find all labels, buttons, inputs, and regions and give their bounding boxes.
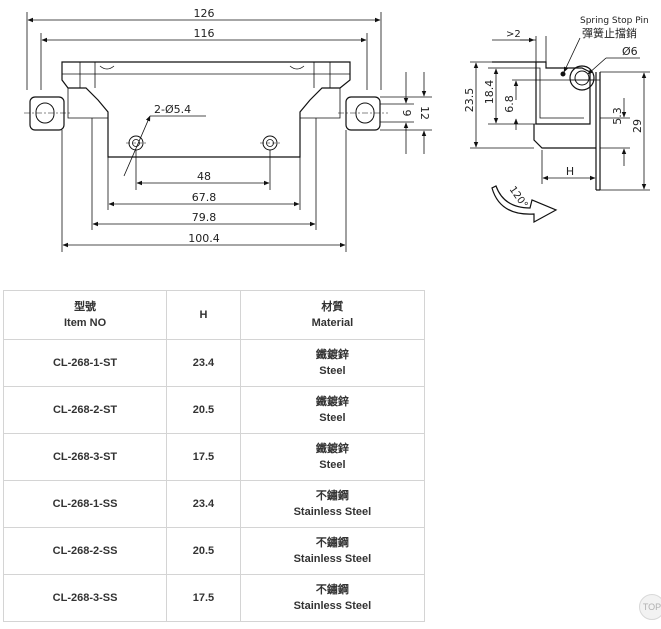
label-23-5: 23.5 xyxy=(463,88,476,113)
label-spring-pin-zh: 彈簧止擋銷 xyxy=(582,26,637,40)
cell-h: 17.5 xyxy=(166,433,241,481)
label-hole: 2-Ø5.4 xyxy=(154,103,191,116)
label-79-8: 79.8 xyxy=(192,211,217,224)
label-126: 126 xyxy=(194,7,215,20)
label-5-3: 5.3 xyxy=(611,107,624,125)
cell-h: 23.4 xyxy=(166,480,241,528)
label-100-4: 100.4 xyxy=(188,232,220,245)
label-67-8: 67.8 xyxy=(192,191,217,204)
side-profile xyxy=(492,61,591,125)
cell-h: 17.5 xyxy=(166,574,241,622)
side-view-labels: Spring Stop Pin 彈簧止擋銷 >2 Ø6 23.5 18.4 6.… xyxy=(463,16,649,211)
header-h: H xyxy=(166,290,241,340)
cell-item: CL-268-3-ST xyxy=(2,433,168,481)
label-6-8: 6.8 xyxy=(503,95,516,113)
label-18-4: 18.4 xyxy=(483,80,496,105)
hinge-technical-drawing: 126 116 2-Ø5.4 48 67.8 79.8 100.4 9 12 xyxy=(24,7,650,252)
label-phi6: Ø6 xyxy=(622,45,638,58)
spring-stop-pin xyxy=(569,65,595,91)
label-h: H xyxy=(566,165,574,178)
label-29: 29 xyxy=(631,119,644,133)
cell-item: CL-268-1-ST xyxy=(2,339,168,387)
spec-table: 型號 Item NO H 材質 Material CL-268-1-ST 23.… xyxy=(2,290,426,622)
front-view-labels: 126 116 2-Ø5.4 48 67.8 79.8 100.4 9 12 xyxy=(154,7,431,245)
hinge-leaf-outline xyxy=(61,61,351,158)
rotation-arrow-icon xyxy=(491,185,558,224)
cell-item: CL-268-3-SS xyxy=(2,574,168,622)
label-116: 116 xyxy=(194,27,215,40)
label-gt2: >2 xyxy=(506,29,521,40)
header-item-no: 型號 Item NO xyxy=(2,290,168,340)
label-spring-pin-en: Spring Stop Pin xyxy=(580,16,649,26)
left-ear xyxy=(29,96,65,131)
cell-item: CL-268-2-SS xyxy=(2,527,168,575)
label-12: 12 xyxy=(418,106,431,120)
front-view xyxy=(24,12,432,252)
cell-h: 23.4 xyxy=(166,339,241,387)
header-material: 材質 Material xyxy=(239,290,426,340)
table-header-row: 型號 Item NO H 材質 Material xyxy=(2,290,426,340)
cell-item: CL-268-2-ST xyxy=(2,386,168,434)
side-view xyxy=(470,36,650,191)
label-48: 48 xyxy=(197,170,211,183)
cell-item: CL-268-1-SS xyxy=(2,480,168,528)
label-9: 9 xyxy=(400,110,413,117)
cell-h: 20.5 xyxy=(166,386,241,434)
back-to-top-button[interactable]: TOP xyxy=(639,594,661,620)
cell-h: 20.5 xyxy=(166,527,241,575)
right-ear xyxy=(345,96,381,131)
